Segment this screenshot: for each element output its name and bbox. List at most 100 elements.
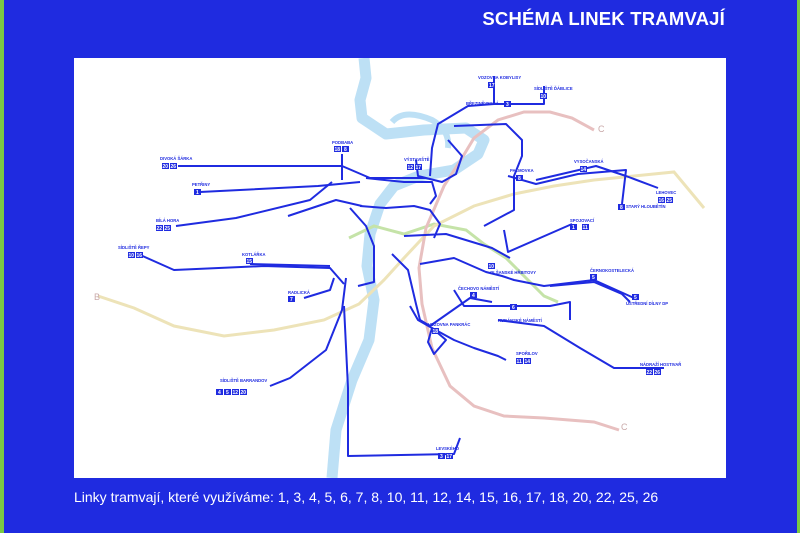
metro-c-label-bottom: C xyxy=(621,422,628,432)
line-badge: 10 xyxy=(489,264,495,270)
tram-route-sporilov xyxy=(431,327,507,361)
line-badge: 18 xyxy=(335,147,341,153)
line-badge: 20 xyxy=(163,164,169,170)
tram-route-vystaviste xyxy=(415,139,463,183)
stop-label-vozovna-kobylisy: VOZOVNA KOBYLISY xyxy=(478,75,521,80)
right-accent-strip xyxy=(797,0,800,533)
stop-label-ustredni-dilny-dp: ÚSTŘEDNÍ DÍLNY DP xyxy=(626,301,668,306)
tram-route-cechovo xyxy=(419,257,635,299)
line-badge: 18 xyxy=(433,329,439,335)
river-bend-loop xyxy=(389,111,452,149)
tram-route-vysocanska xyxy=(507,169,627,205)
tram-route-center-core xyxy=(365,177,437,205)
tram-route-spojovaci xyxy=(503,223,573,253)
line-badge: 1 xyxy=(196,190,199,196)
stop-label-petriny: PETŘINY xyxy=(192,182,210,187)
tram-route-palmovka xyxy=(453,123,523,227)
river-vltava xyxy=(326,58,490,478)
page-title: SCHÉMA LINEK TRAMVAJÍ xyxy=(482,8,725,29)
used-lines-caption: Linky tramvají, které využíváme: 1, 3, 4… xyxy=(74,489,659,505)
line-badge: 26 xyxy=(655,370,661,376)
line-badge: 12 xyxy=(233,390,239,396)
metro-c-label-top: C xyxy=(598,124,605,134)
line-badge: 1 xyxy=(572,225,575,231)
stop-label-sporilov: SPOŘILOV xyxy=(516,351,538,356)
tram-route-pankrac xyxy=(409,305,447,355)
line-badge: 8 xyxy=(344,147,347,153)
line-badge: 17 xyxy=(447,454,453,460)
stop-label-levskeho: LEVSKÉHO xyxy=(436,446,460,451)
line-badge: 5 xyxy=(592,275,595,281)
stop-label-vysocanska: VYSOČANSKÁ xyxy=(574,159,604,164)
line-badge: 3 xyxy=(440,454,443,460)
stop-label-kubanske-namesti: KUBÁNSKÉ NÁMĚSTÍ xyxy=(498,318,543,323)
tram-route-hostivar xyxy=(497,319,664,369)
line-badge: 14 xyxy=(581,167,587,173)
line-badge: 10 xyxy=(541,94,547,100)
tram-lines xyxy=(137,76,664,457)
line-badge: 11 xyxy=(517,359,523,365)
tram-route-radlicka xyxy=(303,277,335,299)
stop-label-spojovaci: SPOJOVACÍ xyxy=(570,218,595,223)
line-badge: 15 xyxy=(247,259,253,265)
line-badge: 4 xyxy=(472,293,475,299)
line-badge: 20 xyxy=(241,390,247,396)
line-badge: 11 xyxy=(583,225,589,231)
stop-label-kotlarka: KOTLÁŘKA xyxy=(242,252,266,257)
line-badge: 17 xyxy=(489,83,495,89)
stop-label-sidliste-dablice: SÍDLIŠTĚ ĎÁBLICE xyxy=(534,86,573,91)
tram-route-kotlarka xyxy=(249,263,331,267)
stop-label-brezineveska: BŘEZINĚVESKÁ xyxy=(466,101,499,106)
stop-label-olsanske-hrbitovy: OLŠANSKÉ HŘBITOVY xyxy=(490,270,536,275)
metro-line-b xyxy=(97,170,706,338)
stop-label-cernokostelecka: ČERNOKOSTELECKÁ xyxy=(590,268,634,273)
tram-route-center-loop xyxy=(359,205,441,239)
line-badge: 22 xyxy=(647,370,653,376)
tram-network-map: C C B xyxy=(74,58,726,478)
stop-label-sidliste-repy: SÍDLIŠTĚ ŘEPY xyxy=(118,245,150,250)
tram-route-bila-hora xyxy=(175,181,333,227)
stop-label-nadrazi-hostivar: NÁDRAŽÍ HOSTIVAŘ xyxy=(640,362,681,367)
line-badge: 8 xyxy=(620,205,623,211)
line-badge: 12 xyxy=(408,165,414,171)
tram-route-cernokostelecka xyxy=(549,281,631,303)
metro-line-a xyxy=(348,222,559,304)
line-badge: 16 xyxy=(659,198,665,204)
stop-label-radlicka: RADLICKÁ xyxy=(288,290,310,295)
stop-label-lehovec: LEHOVEC xyxy=(656,190,676,195)
line-badge: 25 xyxy=(165,226,171,232)
stop-label-palmovka: PALMOVKA xyxy=(510,168,534,173)
line-badge: 26 xyxy=(171,164,177,170)
stop-label-vozovna-pankrac: VOZOVNA PANKRÁC xyxy=(428,322,470,327)
line-badge: 22 xyxy=(157,226,163,232)
tram-route-barrandov xyxy=(269,277,347,387)
tram-route-hloubetin xyxy=(535,165,659,189)
line-badge: 17 xyxy=(416,165,422,171)
stop-label-stary-hloubetin: STARÝ HLOUBĚTÍN xyxy=(626,204,665,209)
stop-label-podbaba: PODBABA xyxy=(332,140,353,145)
tram-route-levskeho xyxy=(343,305,461,457)
tram-route-repy xyxy=(137,253,345,285)
stop-label-sidliste-barrandov: SÍDLIŠTĚ BARRANDOV xyxy=(220,378,267,383)
stop-label-cechovo-namesti: ČECHOVO NÁMĚSTÍ xyxy=(458,286,500,291)
line-badge: 16 xyxy=(137,253,143,259)
tram-route-olsany xyxy=(403,233,511,259)
line-badge: 6 xyxy=(512,305,515,311)
stop-label-bila-hora: BÍLÁ HORA xyxy=(156,218,179,223)
line-badge: 25 xyxy=(667,198,673,204)
line-badge: 4 xyxy=(218,390,221,396)
line-badge: 8 xyxy=(518,176,521,182)
metro-line-c xyxy=(417,110,620,432)
map-canvas: C C B xyxy=(94,58,706,478)
tram-route-divoka-sarka xyxy=(178,165,426,179)
tram-route-kubanske xyxy=(453,289,571,320)
tram-route-bila-hora-2 xyxy=(287,199,363,217)
line-badge: 10 xyxy=(129,253,135,259)
stop-label-vystaviste: VÝSTAVIŠTĚ xyxy=(404,157,430,162)
tram-route-petriny xyxy=(199,181,361,193)
line-badge: 5 xyxy=(634,295,637,301)
tram-route-kobylisy xyxy=(429,76,495,177)
metro-b-label-left: B xyxy=(94,292,100,302)
line-badge: 7 xyxy=(290,297,293,303)
stop-markers: VOZOVNA KOBYLISY 17 SÍDLIŠTĚ ĎÁBLICE 10 … xyxy=(118,75,681,460)
